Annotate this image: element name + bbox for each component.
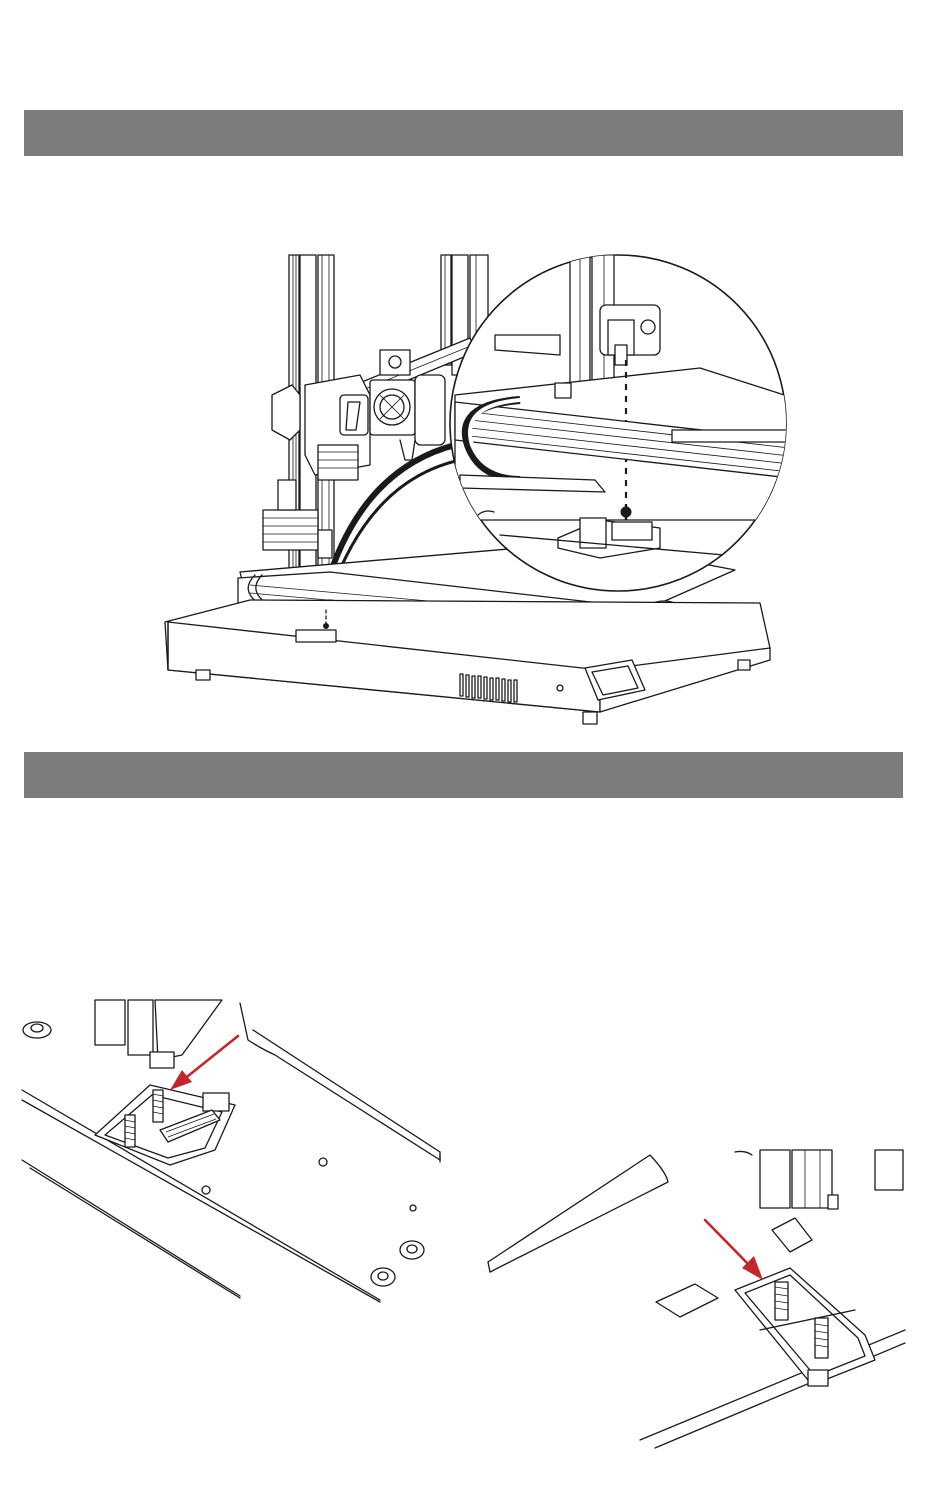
red-arrow-icon-2 [705,1220,752,1268]
zoom-callout-icon [450,255,800,591]
red-arrow-head-icon [170,1070,192,1090]
connector-detail-left-icon [22,1000,440,1302]
connector-detail-right-icon [488,1150,905,1448]
